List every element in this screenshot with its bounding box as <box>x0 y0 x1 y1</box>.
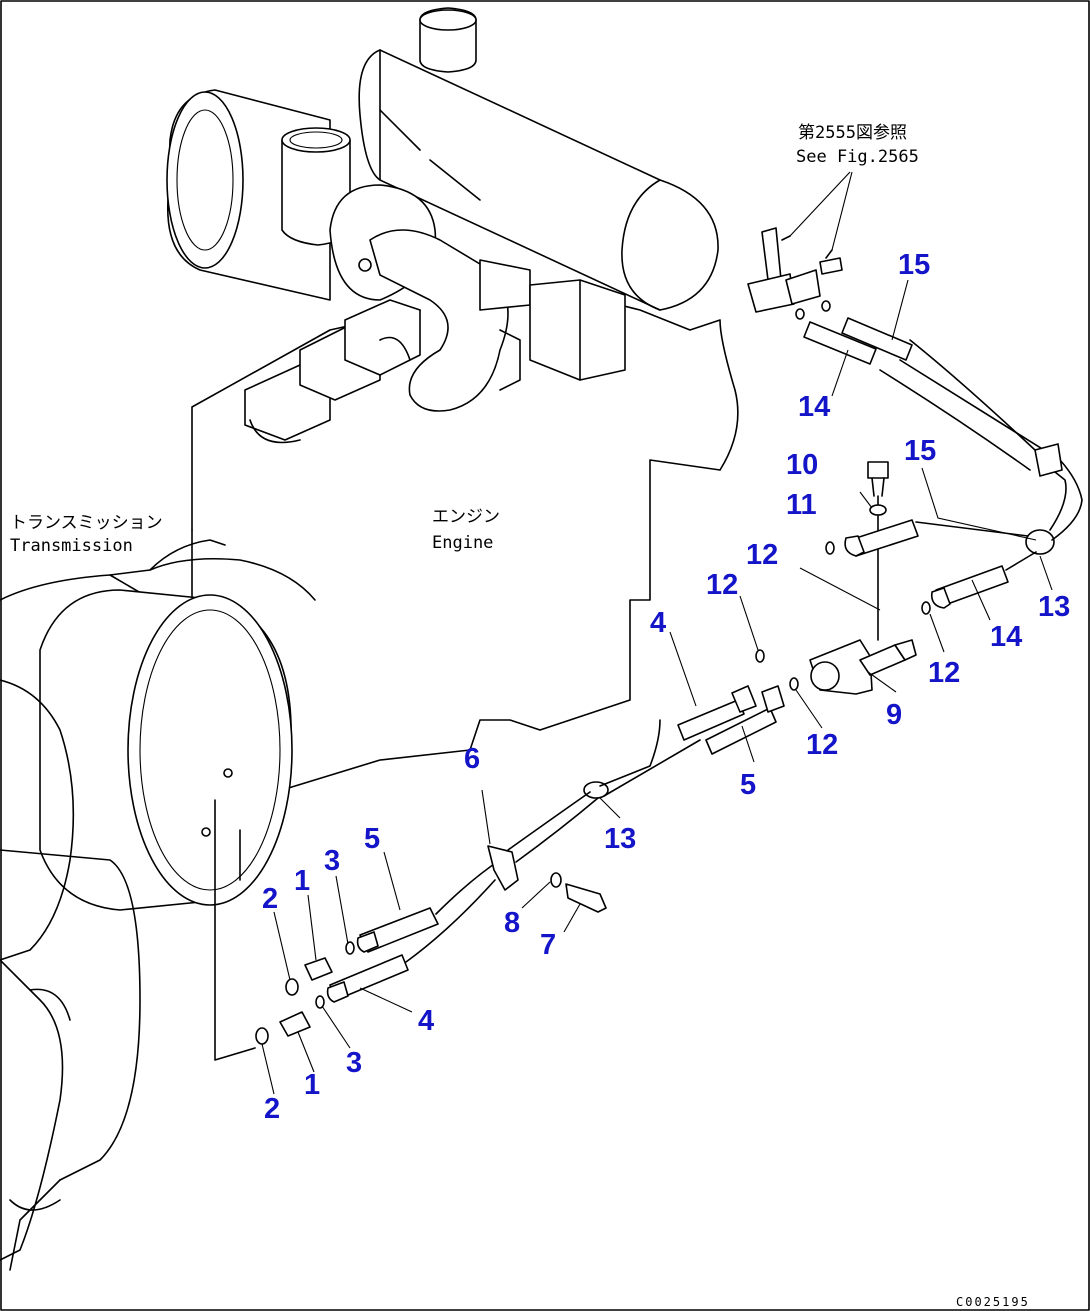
callout-9: 9 <box>886 699 902 731</box>
transmission-label-en: Transmission <box>10 536 133 556</box>
callout-12-a: 12 <box>746 539 778 571</box>
reference-note-jp: 第2555図参照 <box>798 123 907 143</box>
callout-12-c: 12 <box>928 657 960 689</box>
callout-14-middle: 14 <box>990 621 1022 653</box>
callout-7: 7 <box>540 929 556 961</box>
engine-outline <box>166 7 739 791</box>
callout-3-upper: 3 <box>324 845 340 877</box>
drawing-code: C0025195 <box>956 1295 1030 1309</box>
callout-12-b: 12 <box>706 569 738 601</box>
callout-4-upper: 4 <box>650 607 666 639</box>
reference-note-en: See Fig.2565 <box>796 147 919 167</box>
callout-8: 8 <box>504 907 520 939</box>
callout-14-upper: 14 <box>798 391 830 423</box>
callout-4-lower: 4 <box>418 1005 434 1037</box>
callout-13-right: 13 <box>1038 591 1070 623</box>
engine-label-en: Engine <box>432 533 493 553</box>
callout-13-middle: 13 <box>604 823 636 855</box>
callout-15-upper: 15 <box>898 249 930 281</box>
callout-5-upper: 5 <box>740 769 756 801</box>
transmission-outline <box>0 539 316 1271</box>
callout-2-upper: 2 <box>262 883 278 915</box>
callout-5-lower: 5 <box>364 823 380 855</box>
hose-assembly <box>255 227 1083 1045</box>
transmission-label-jp: トランスミッション <box>10 513 163 533</box>
engine-label-jp: エンジン <box>432 507 500 527</box>
callout-2-lower: 2 <box>264 1093 280 1125</box>
callout-6: 6 <box>464 743 480 775</box>
callout-12-d: 12 <box>806 729 838 761</box>
callout-10: 10 <box>786 449 818 481</box>
callout-15-middle: 15 <box>904 435 936 467</box>
callout-1-lower: 1 <box>304 1069 320 1101</box>
callout-1-upper: 1 <box>294 865 310 897</box>
callout-3-lower: 3 <box>346 1047 362 1079</box>
leader-lines <box>261 171 1053 1095</box>
callout-11: 11 <box>786 489 817 521</box>
